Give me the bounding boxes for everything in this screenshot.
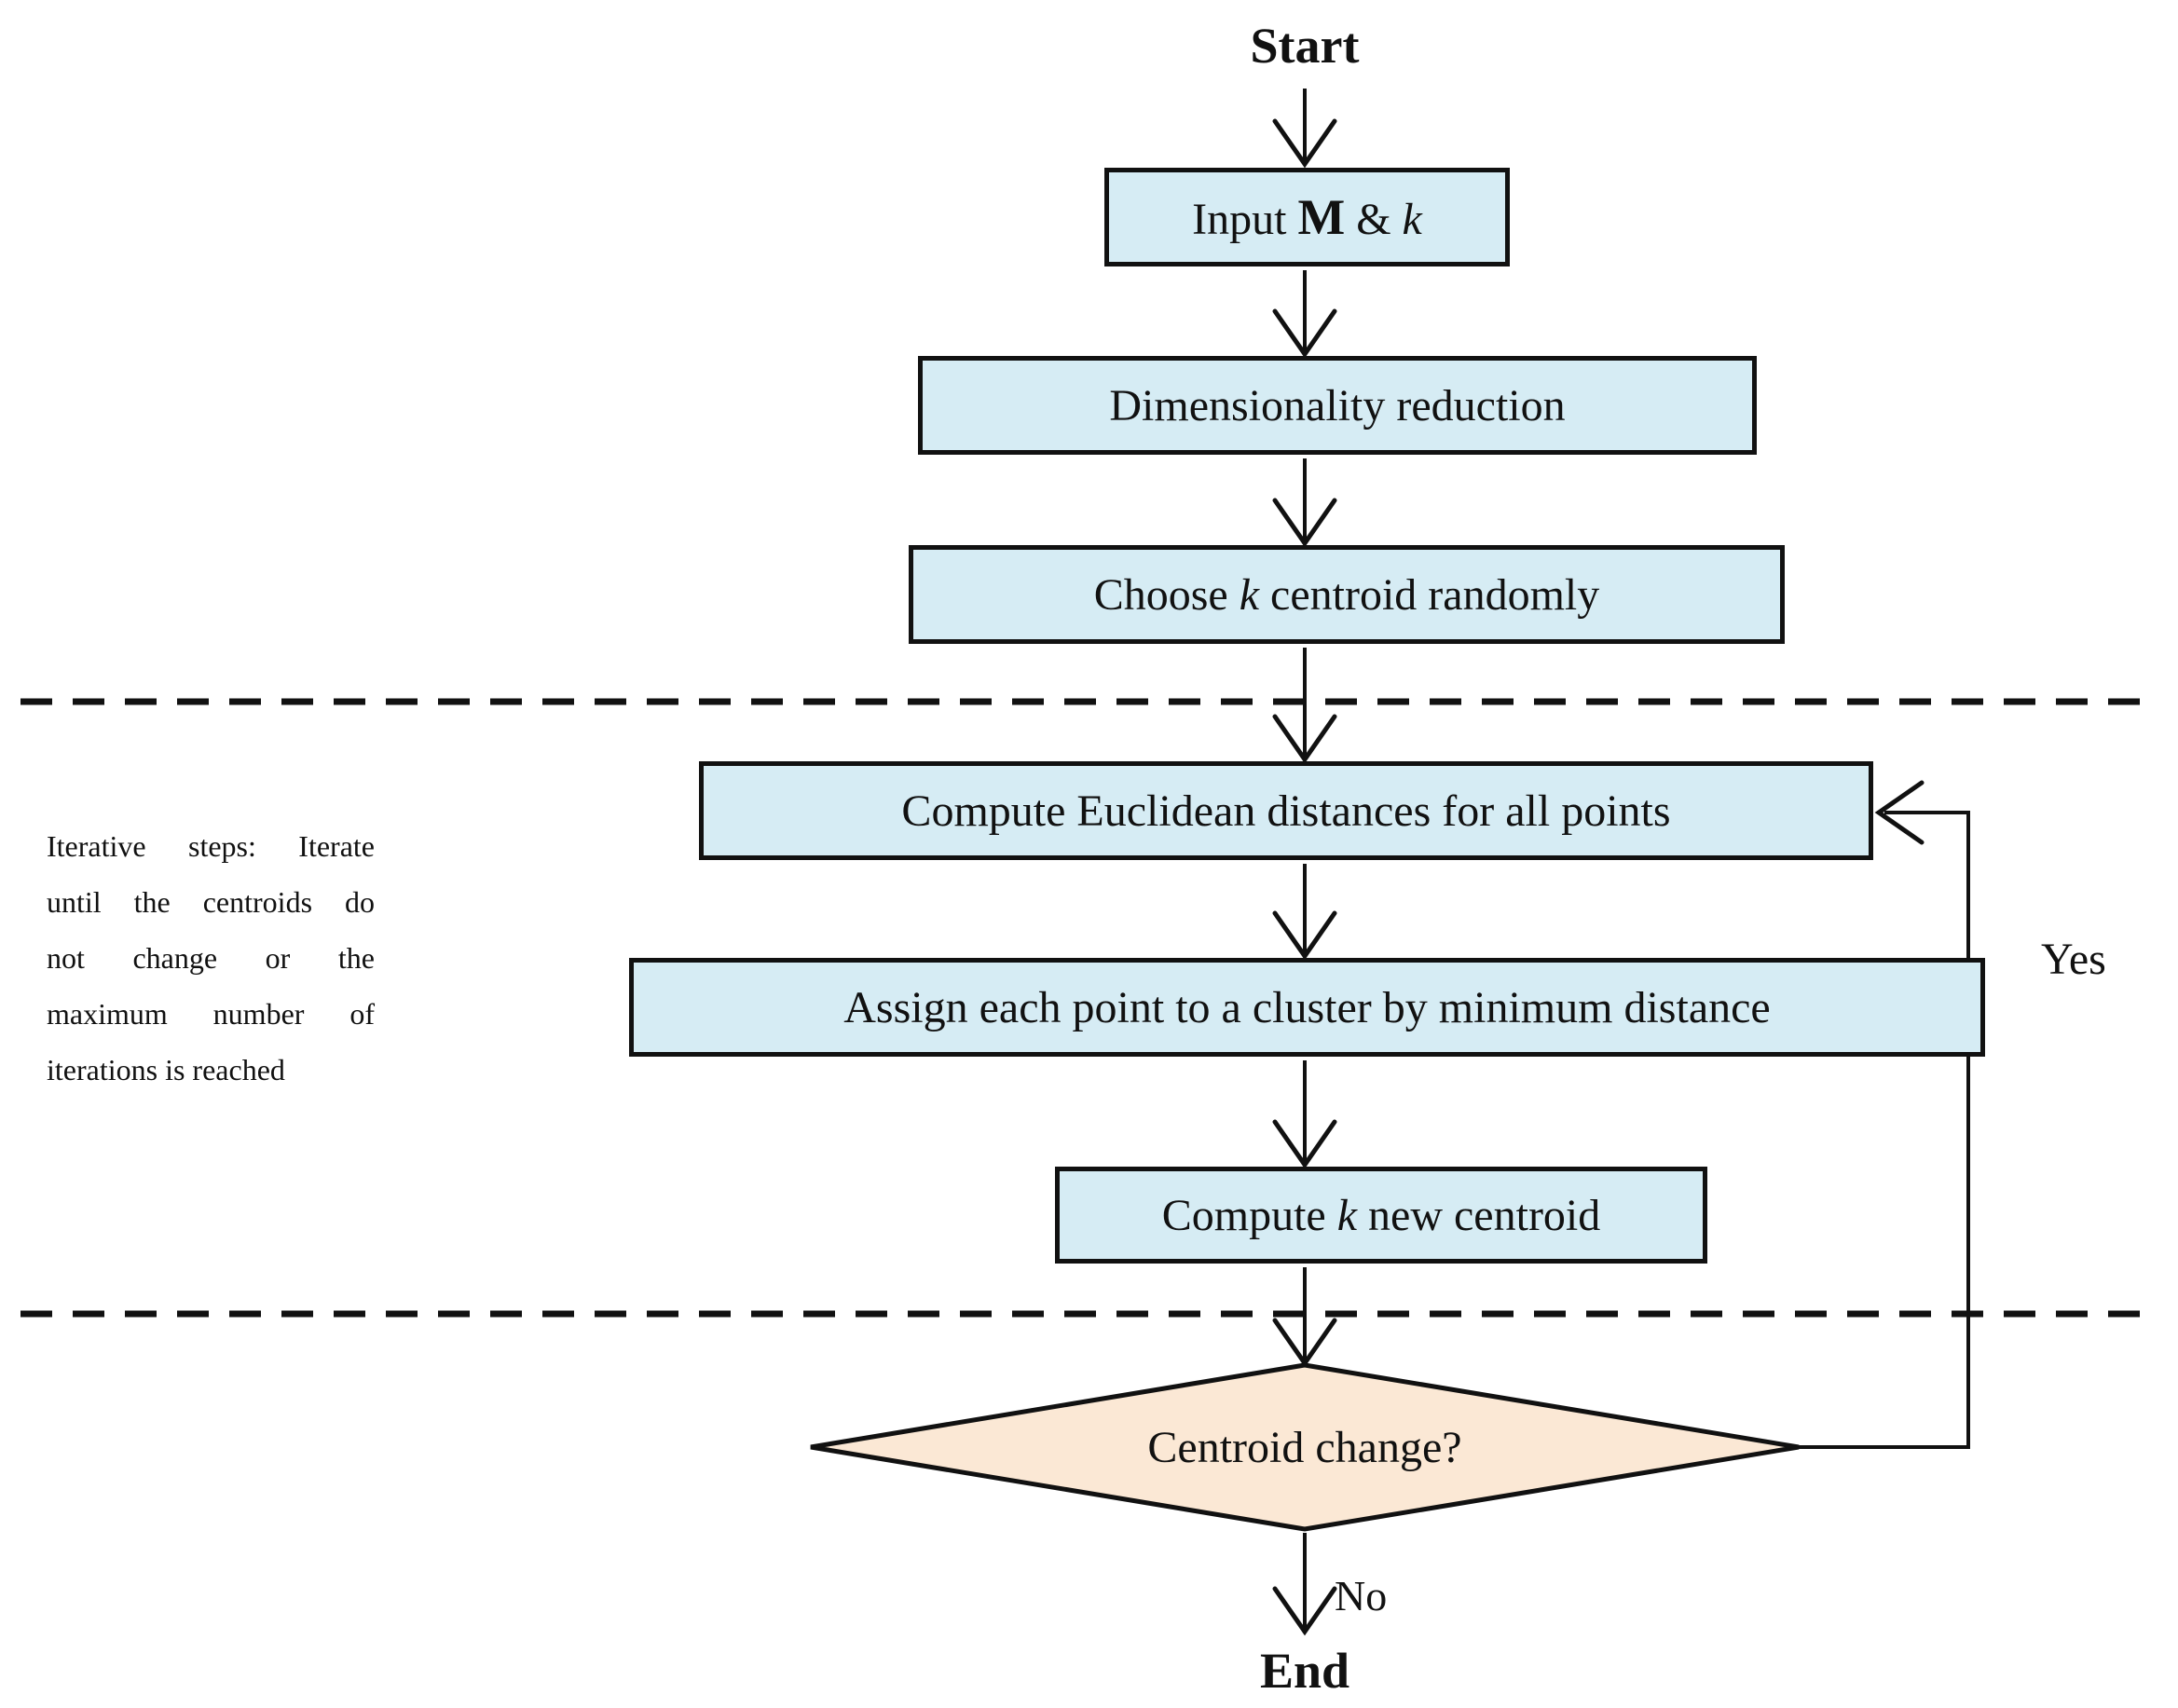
arrow-assign-to-new-centroid [1272,1060,1337,1169]
arrow-decision-to-end [1272,1533,1337,1636]
arrow-down-icon [1272,1119,1337,1169]
process-box-compute-distances: Compute Euclidean distances for all poin… [699,761,1873,860]
side-note-line: iterations is reached [47,1053,285,1086]
start-label: Start [1250,18,1360,74]
end-label: End [1259,1643,1350,1699]
arrow-down-icon [1272,714,1337,764]
arrow-down-icon [1272,1586,1337,1636]
arrow-left-icon [1874,780,1925,845]
process-box-assign-points: Assign each point to a cluster by minimu… [629,958,1985,1057]
process-box-choose-centroids: Choose k centroid randomly [909,545,1785,644]
process-label: Choose k centroid randomly [1093,569,1600,620]
process-box-new-centroid: Compute k new centroid [1055,1167,1707,1264]
process-box-input: Input M & k [1104,168,1510,266]
process-label: Compute k new centroid [1161,1190,1601,1240]
decision-diamond [810,1362,1800,1532]
side-note-line: until the centroids do [47,885,375,919]
process-box-dimensionality-reduction: Dimensionality reduction [918,356,1757,455]
side-note-line: not change or the [47,941,375,975]
process-label: Compute Euclidean distances for all poin… [901,786,1671,836]
side-note: Iterative steps: Iterate until the centr… [47,818,375,1098]
decision-label: Centroid change? [1147,1422,1462,1472]
process-label: Assign each point to a cluster by minimu… [843,982,1771,1032]
arrow-choose-to-distances [1272,648,1337,764]
yes-label: Yes [2041,935,2106,984]
side-note-line: maximum number of [47,997,375,1031]
arrow-down-icon [1272,910,1337,961]
yes-loop-connector [1799,780,1970,1449]
arrow-down-icon [1272,308,1337,359]
arrow-dimensionality-to-choose [1272,458,1337,548]
side-note-line: Iterative steps: Iterate [47,829,375,863]
no-label: No [1335,1572,1388,1619]
process-label: Dimensionality reduction [1109,380,1566,430]
arrow-down-icon [1272,118,1337,169]
arrow-distances-to-assign [1272,864,1337,961]
arrow-start-to-input [1272,89,1337,169]
process-label: Input M & k [1192,189,1422,245]
arrow-down-icon [1272,498,1337,548]
arrow-input-to-dimensionality [1272,270,1337,359]
